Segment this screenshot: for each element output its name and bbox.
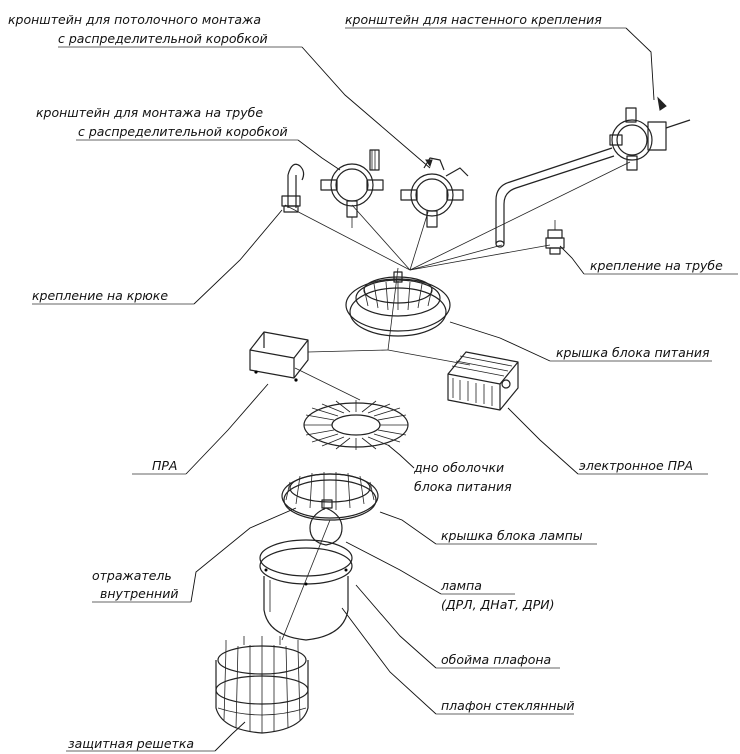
label-reflector-line1: отражатель: [92, 568, 172, 583]
label-pipe-mount: крепление на трубе: [559, 245, 738, 275]
label-psu-shell-bottom-line1: дно оболочки: [413, 460, 504, 475]
wall-bracket-part: [495, 96, 691, 248]
label-pipe-mount-line1: крепление на трубе: [590, 258, 723, 273]
label-ballast: ПРА: [132, 383, 269, 475]
label-electronic-ballast: электронное ПРА: [507, 407, 708, 475]
label-pipe-bracket-line2: с распределительной коробкой: [78, 124, 288, 139]
electronic-ballast-part: [447, 351, 519, 411]
ballast-part: [249, 331, 309, 382]
hook-mount-part: [281, 163, 305, 213]
ceiling-bracket-part: [400, 157, 469, 228]
psu-cover-part: [345, 271, 451, 337]
label-pipe-bracket: кронштейн для монтажа на трубе с распред…: [36, 105, 341, 171]
label-ceiling-bracket-line1: кронштейн для потолочного монтажа: [8, 12, 261, 27]
label-protective-grid: защитная решетка: [66, 721, 246, 752]
label-lamp-line2: (ДРЛ, ДНаТ, ДРИ): [441, 597, 554, 612]
label-wall-bracket-line1: кронштейн для настенного крепления: [345, 12, 602, 27]
label-ballast-line1: ПРА: [152, 458, 178, 473]
label-ceiling-bracket: кронштейн для потолочного монтажа с расп…: [8, 12, 431, 169]
label-protective-grid-line1: защитная решетка: [68, 736, 194, 751]
label-diffuser-holder-line1: обойма плафона: [441, 652, 551, 667]
label-pipe-bracket-line1: кронштейн для монтажа на трубе: [36, 105, 263, 120]
lamp-block-cover-part: [281, 472, 379, 521]
label-reflector: отражатель внутренний: [92, 507, 297, 603]
label-electronic-ballast-line1: электронное ПРА: [579, 458, 693, 473]
label-reflector-line2: внутренний: [100, 586, 178, 601]
glass-diffuser-part: [259, 539, 353, 641]
label-lamp-block-cover: крышка блока лампы: [379, 511, 597, 545]
label-glass-diffuser-line1: плафон стеклянный: [441, 698, 575, 713]
label-psu-cover: крышка блока питания: [449, 321, 712, 362]
label-glass-diffuser: плафон стеклянный: [341, 607, 575, 715]
label-psu-shell-bottom: дно оболочки блока питания: [387, 444, 512, 494]
pipe-mount-part: [545, 220, 565, 255]
label-psu-cover-line1: крышка блока питания: [556, 345, 710, 360]
label-lamp-block-cover-line1: крышка блока лампы: [441, 528, 583, 543]
label-psu-shell-bottom-line2: блока питания: [414, 479, 512, 494]
lamp-part: [309, 499, 343, 546]
protective-grid-part: [215, 636, 309, 734]
label-diffuser-holder: обойма плафона: [355, 584, 560, 669]
label-lamp: лампа (ДРЛ, ДНаТ, ДРИ): [345, 541, 554, 612]
label-ceiling-bracket-line2: с распределительной коробкой: [58, 31, 268, 46]
pipe-bracket-part: [320, 149, 384, 228]
assembly-lines: [281, 161, 631, 641]
label-wall-bracket: кронштейн для настенного крепления: [345, 12, 655, 101]
label-lamp-line1: лампа: [440, 578, 482, 593]
label-hook-mount-line1: крепление на крюке: [32, 288, 168, 303]
label-hook-mount: крепление на крюке: [32, 209, 283, 305]
psu-shell-bottom-part: [303, 400, 409, 450]
